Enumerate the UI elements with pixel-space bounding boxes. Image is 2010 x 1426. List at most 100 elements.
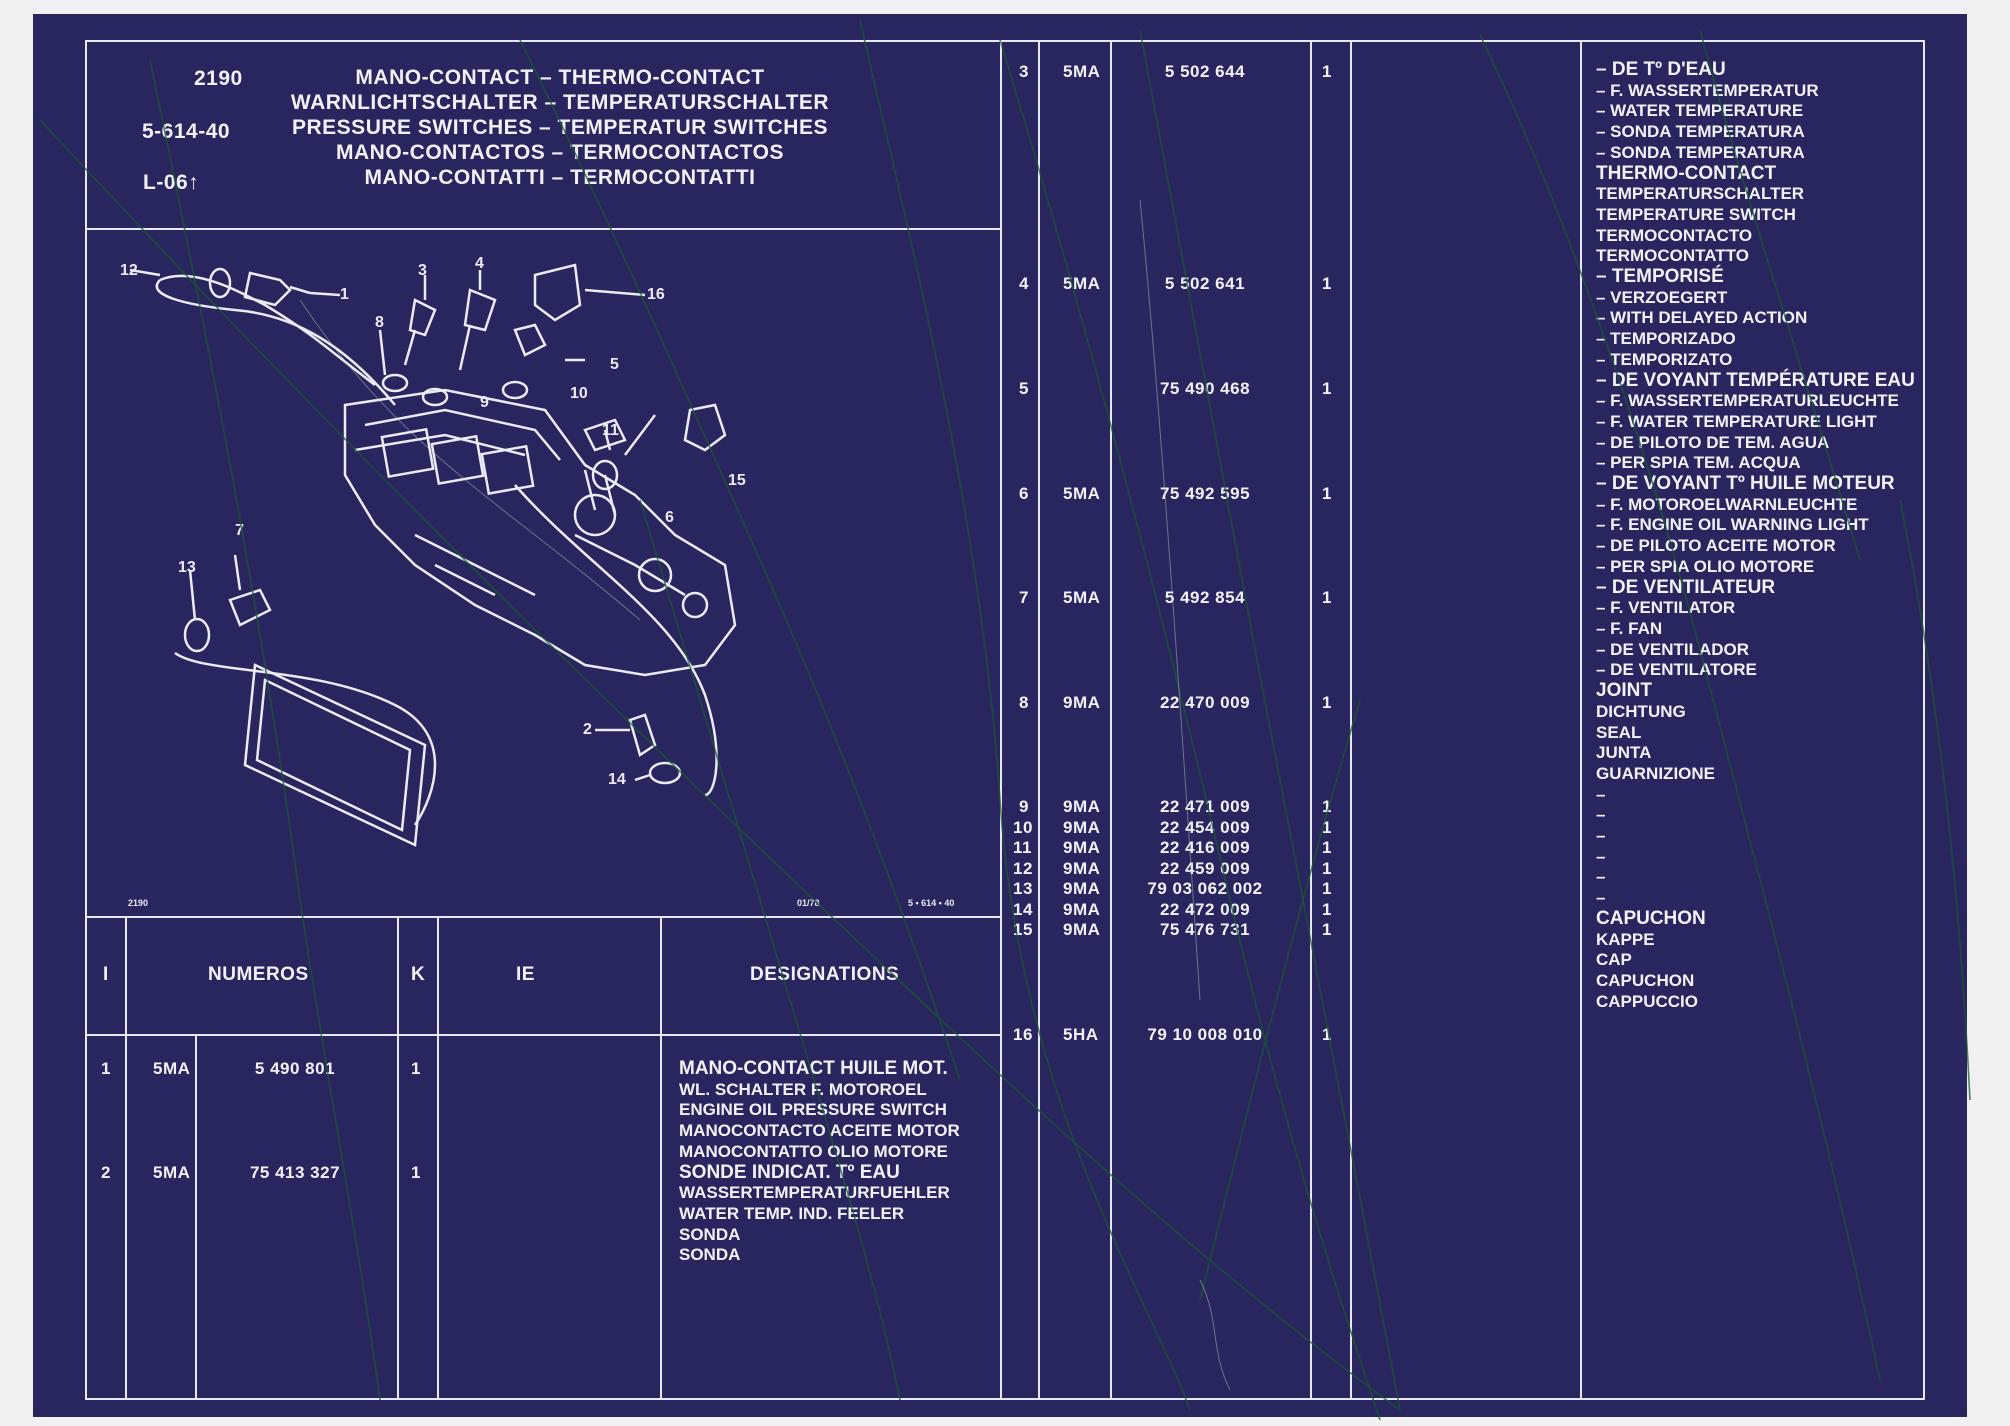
header-col-numeros: NUMEROS [208, 964, 309, 985]
designation-line: CAP [1596, 950, 1632, 970]
title-it: MANO-CONTATTI – TERMOCONTATTI [364, 166, 756, 189]
row-prefix: 5MA [1063, 62, 1101, 81]
row-prefix: 9MA [1063, 838, 1101, 857]
designation-line: JUNTA [1596, 743, 1652, 763]
row-index: 12 [1013, 859, 1033, 878]
row-quantity: 1 [1322, 693, 1332, 712]
row-index: 16 [1013, 1025, 1033, 1044]
section-code: 5-614-40 [142, 120, 231, 143]
row-prefix: 9MA [1063, 818, 1101, 837]
col-line-r1 [1038, 40, 1040, 1400]
diagram-footer-left: 2190 [128, 898, 148, 908]
designation-line: TERMOCONTACTO [1596, 225, 1753, 245]
callout-11: 11 [602, 422, 619, 439]
designation-line: – [1596, 826, 1606, 846]
callout-16: 16 [647, 286, 665, 303]
designation-line: – DE PILOTO DE TEM. AGUA [1596, 432, 1830, 452]
designation-line: – [1596, 888, 1606, 908]
designation-line: – F. MOTOROELWARNLEUCHTE [1596, 494, 1858, 514]
row-prefix: 5MA [1063, 484, 1101, 503]
row-index: 6 [1019, 484, 1029, 503]
row-prefix: 9MA [1063, 797, 1101, 816]
designation-line: – F. WATER TEMPERATURE LIGHT [1596, 411, 1877, 431]
designation-line: KAPPE [1596, 929, 1655, 949]
row-index: 1 [101, 1059, 111, 1078]
designation-line: – SONDA TEMPERATURA [1596, 142, 1805, 162]
row-part-number: 22 416 009 [1159, 838, 1251, 857]
row-prefix: 5HA [1063, 1025, 1099, 1044]
designation-line: – SONDA TEMPERATURA [1596, 122, 1805, 142]
designation-line: – VERZOEGERT [1596, 287, 1728, 307]
designation-line: ENGINE OIL PRESSURE SWITCH [679, 1100, 947, 1120]
designation-line: – WATER TEMPERATURE [1596, 101, 1804, 121]
row-quantity: 1 [1322, 838, 1332, 857]
designation-line: – F. ENGINE OIL WARNING LIGHT [1596, 515, 1869, 535]
designation-line: TERMOCONTATTO [1596, 246, 1749, 266]
callout-2: 2 [583, 721, 592, 738]
callout-12: 12 [120, 262, 138, 279]
designation-line: – F. WASSERTEMPERATUR [1596, 80, 1819, 100]
diagram-footer-mid: 01/78 [797, 898, 820, 908]
row-part-number: 5 490 801 [254, 1059, 336, 1078]
designation-line: – F. FAN [1596, 618, 1663, 638]
designation-line: CAPUCHON [1596, 970, 1695, 990]
row-index: 7 [1019, 588, 1029, 607]
row-part-number: 5 492 854 [1164, 588, 1246, 607]
col-line-r3 [1310, 40, 1312, 1400]
designation-line: WASSERTEMPERATURFUEHLER [679, 1183, 950, 1203]
row-prefix: 9MA [1063, 879, 1101, 898]
row-prefix: 5MA [153, 1059, 191, 1078]
row-part-number: 75 490 468 [1159, 379, 1251, 398]
right-designations: – DE Tº D'EAU– F. WASSERTEMPERATUR– WATE… [1596, 59, 1915, 1012]
callout-14: 14 [608, 771, 626, 788]
row-part-number: 22 454 009 [1159, 818, 1251, 837]
designation-line: – DE VENTILATEUR [1596, 576, 1776, 598]
row-prefix: 5MA [153, 1163, 191, 1182]
callout-5: 5 [610, 356, 619, 373]
row-index: 10 [1013, 818, 1033, 837]
designation-line: – [1596, 805, 1606, 825]
row-part-number: 22 472 009 [1159, 900, 1251, 919]
callout-8: 8 [375, 314, 384, 331]
callout-10: 10 [570, 385, 588, 402]
row-quantity: 1 [1322, 879, 1332, 898]
header-col-k: K [411, 964, 426, 985]
row-quantity: 1 [1322, 62, 1332, 81]
designation-line: – [1596, 846, 1606, 866]
col-line-1 [125, 916, 127, 1400]
divider-mid [1000, 40, 1002, 1400]
row-quantity: 1 [411, 1163, 421, 1182]
callout-13: 13 [178, 559, 196, 576]
row-quantity: 1 [1322, 379, 1332, 398]
col-line-2 [195, 1034, 197, 1400]
left-designations: MANO-CONTACT HUILE MOT.WL. SCHALTER F. M… [679, 1058, 960, 1266]
row-index: 4 [1019, 274, 1029, 293]
designation-line: MANOCONTACTO ACEITE MOTOR [679, 1121, 960, 1141]
designation-line: THERMO-CONTACT [1596, 162, 1777, 184]
callout-3: 3 [418, 262, 427, 279]
row-part-number: 75 492 595 [1159, 484, 1251, 503]
col-line-r4 [1350, 40, 1352, 1400]
row-part-number: 5 502 641 [1164, 274, 1246, 293]
row-quantity: 1 [1322, 859, 1332, 878]
callout-7: 7 [235, 522, 244, 539]
designation-line: – DE VOYANT TEMPÉRATURE EAU [1596, 369, 1915, 391]
designation-line: – TEMPORIZADO [1596, 329, 1736, 349]
row-quantity: 1 [1322, 818, 1332, 837]
row-quantity: 1 [1322, 588, 1332, 607]
row-part-number: 22 470 009 [1159, 693, 1251, 712]
row-part-number: 75 476 731 [1159, 920, 1251, 939]
row-part-number: 75 413 327 [249, 1163, 341, 1182]
designation-line: CAPUCHON [1596, 907, 1706, 929]
title-fr: MANO-CONTACT – THERMO-CONTACT [355, 66, 765, 89]
designation-line: SONDE INDICAT. Tº EAU [679, 1161, 900, 1183]
designation-line: – WITH DELAYED ACTION [1596, 308, 1808, 328]
row-prefix: 5MA [1063, 274, 1101, 293]
designation-line: WATER TEMP. IND. FEELER [679, 1203, 905, 1223]
designation-line: – DE Tº D'EAU [1596, 59, 1726, 80]
row-part-number: 5 502 644 [1164, 62, 1246, 81]
row-quantity: 1 [1322, 274, 1332, 293]
designation-line: SONDA [679, 1224, 741, 1244]
callout-15: 15 [728, 472, 746, 489]
designation-line: – [1596, 867, 1606, 887]
